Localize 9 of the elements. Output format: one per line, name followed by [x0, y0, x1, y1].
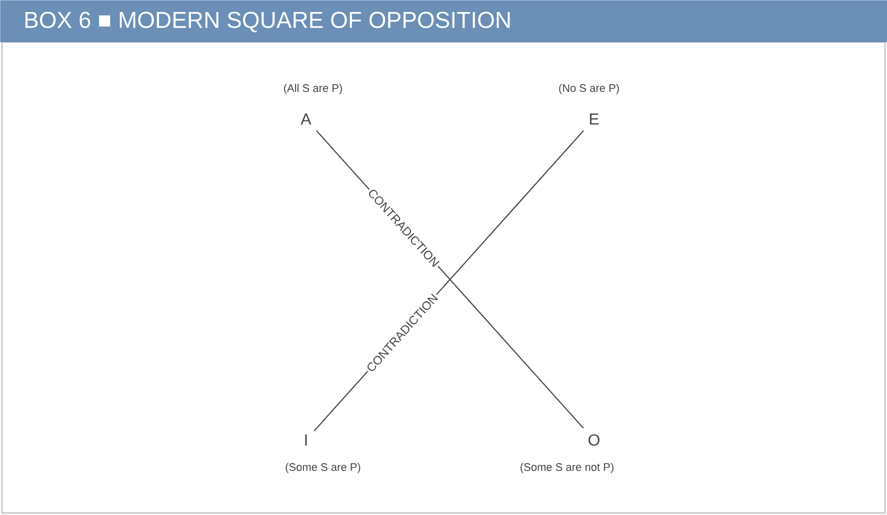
- vertex-letter: A: [300, 114, 312, 124]
- proposition-text: (Some S are not P): [520, 462, 614, 474]
- title-bar: BOX 6 ■ MODERN SQUARE OF OPPOSITION: [0, 0, 887, 42]
- vertex-letter: E: [590, 114, 599, 124]
- vertex-letter: O: [588, 434, 600, 446]
- proposition-text: (All S are P): [284, 84, 342, 94]
- proposition-text: (No S are P): [559, 84, 619, 94]
- proposition-text: (Some S are P): [286, 462, 360, 474]
- vertex-letter: I: [305, 434, 307, 446]
